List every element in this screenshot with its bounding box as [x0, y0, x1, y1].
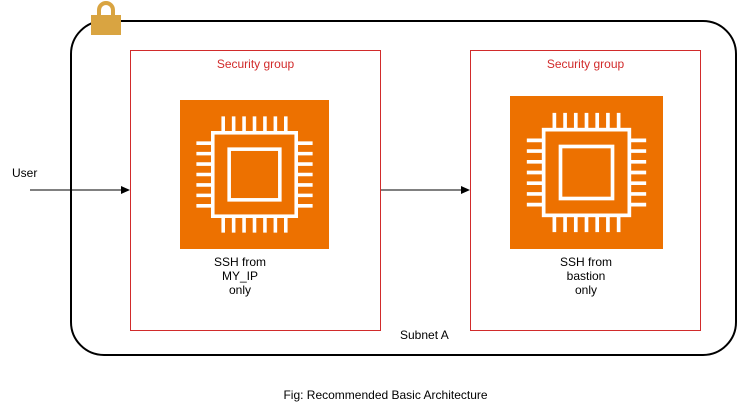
security-group-label: Security group — [546, 57, 625, 71]
instance-1-note: SSH from MY_IP only — [190, 255, 290, 297]
figure-caption: Fig: Recommended Basic Architecture — [283, 388, 488, 402]
subnet-container — [70, 20, 737, 356]
subnet-label: Subnet A — [400, 328, 449, 342]
ec2-instance-chip-icon — [180, 100, 329, 249]
note-line: SSH from — [559, 255, 612, 269]
security-group-label: Security group — [216, 57, 295, 71]
instance-2-note: SSH from bastion only — [536, 255, 636, 297]
ec2-instance-chip-icon — [510, 96, 663, 249]
note-line: only — [574, 283, 597, 297]
user-label: User — [12, 166, 38, 180]
note-line: MY_IP — [221, 269, 258, 283]
note-line: bastion — [566, 269, 606, 283]
note-line: SSH from — [213, 255, 266, 269]
sg1-to-sg2-arrow — [381, 186, 470, 194]
lock-icon — [90, 0, 122, 36]
user-to-sg1-arrow — [30, 186, 130, 194]
note-line: only — [228, 283, 251, 297]
